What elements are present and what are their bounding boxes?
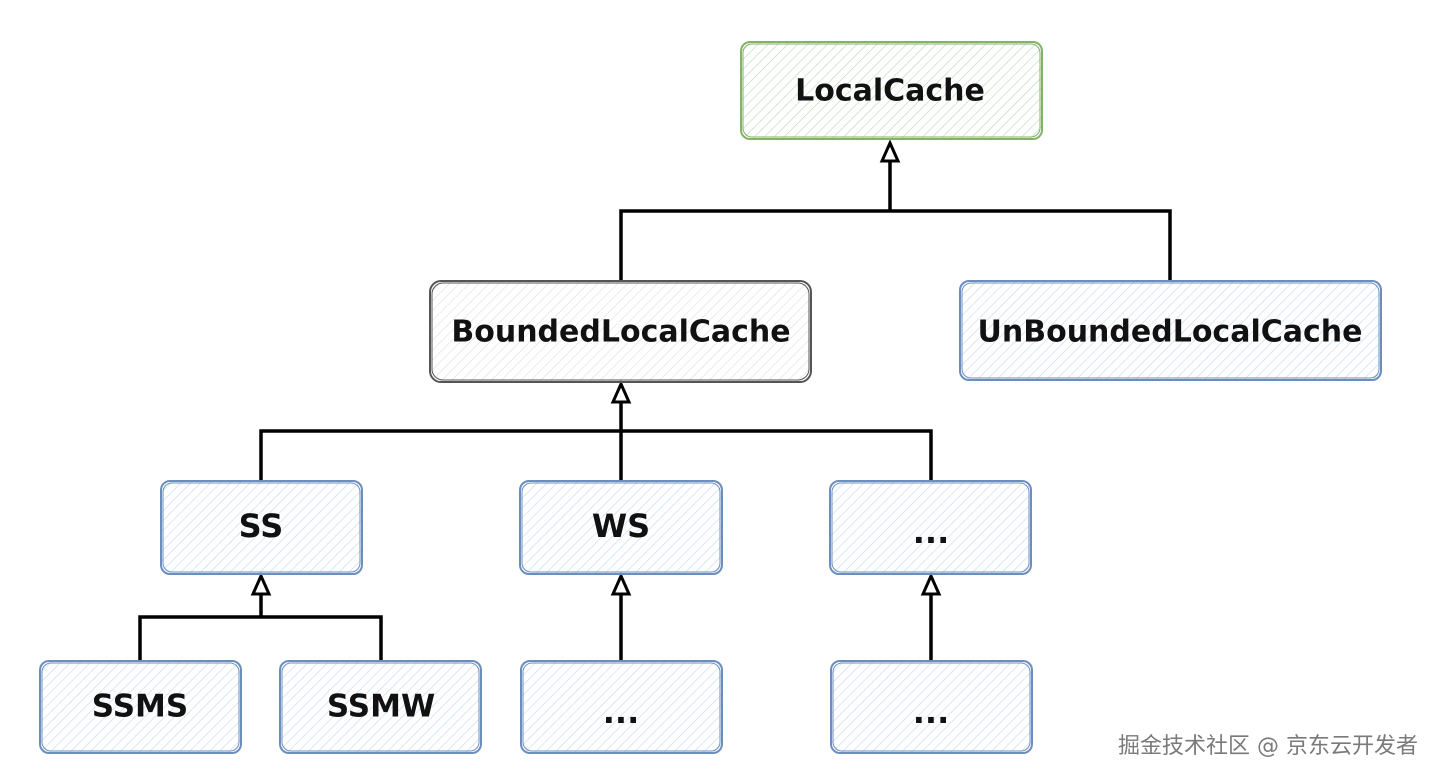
node-localcache: LocalCache	[740, 41, 1043, 140]
node-label: SSMW	[327, 689, 435, 725]
watermark: 掘金技术社区 @ 京东云开发者	[1118, 734, 1418, 759]
arrowhead-more	[920, 572, 942, 596]
inheritance-arrowheads	[250, 139, 942, 596]
arrowhead-ss	[250, 572, 272, 596]
node-label: SSMS	[92, 689, 188, 725]
node-ws: WS	[519, 480, 723, 575]
inheritance-connectors	[138, 160, 1172, 660]
node-label: ...	[913, 693, 949, 731]
node-unbounded-local-cache: UnBoundedLocalCache	[959, 280, 1382, 381]
node-label: ...	[603, 693, 639, 731]
node-label: LocalCache	[795, 74, 985, 109]
connector-ss-children	[138, 615, 383, 660]
arrowhead-localcache	[879, 139, 901, 163]
node-label: UnBoundedLocalCache	[978, 315, 1363, 350]
node-ssms: SSMS	[39, 660, 242, 754]
node-label: ...	[913, 513, 949, 551]
node-more-child: ...	[830, 660, 1033, 754]
connector-level1	[619, 209, 1172, 280]
arrowhead-bounded	[610, 380, 632, 404]
node-ssmw: SSMW	[279, 660, 482, 754]
node-ws-child: ...	[520, 660, 723, 754]
node-label: BoundedLocalCache	[451, 315, 790, 350]
node-ss: SS	[160, 480, 363, 575]
node-label: WS	[592, 507, 650, 545]
node-more-mid: ...	[829, 480, 1032, 575]
arrowhead-ws	[610, 572, 632, 596]
node-label: SS	[239, 507, 284, 545]
node-bounded-local-cache: BoundedLocalCache	[429, 280, 812, 383]
connector-level2	[259, 429, 933, 480]
